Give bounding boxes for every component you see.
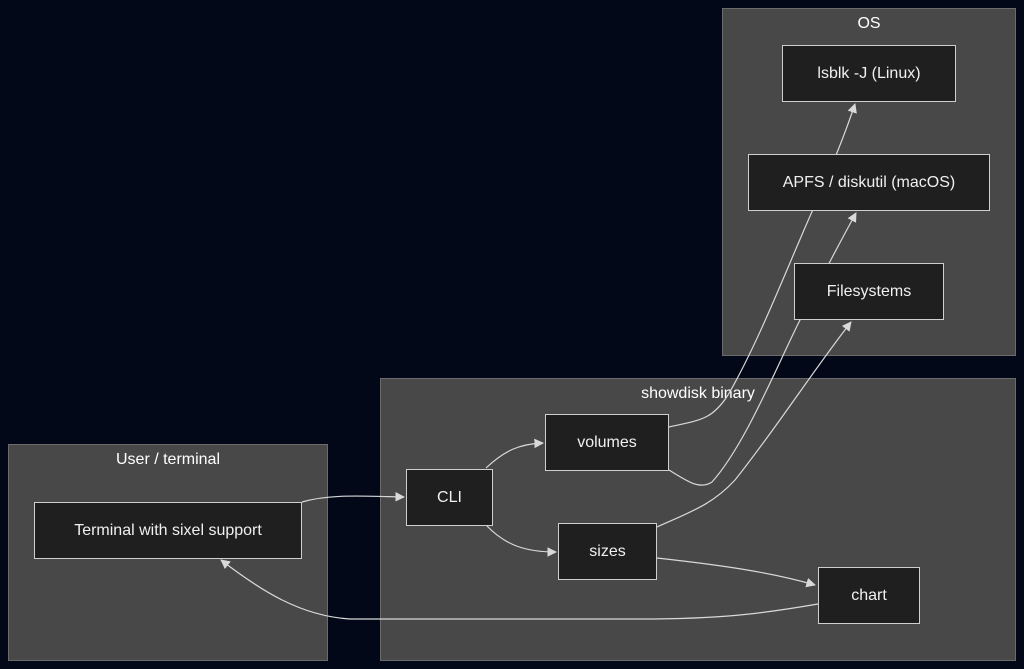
os-cluster-title: OS	[857, 15, 881, 32]
filesystems-node-label: Filesystems	[826, 282, 912, 300]
cli-node-label: CLI	[437, 488, 462, 506]
sizes-node: sizes	[558, 523, 657, 580]
cli-node: CLI	[406, 469, 493, 526]
terminal-node-label: Terminal with sixel support	[74, 521, 262, 539]
showdisk-binary-cluster-title: showdisk binary	[641, 385, 755, 402]
chart-node-label: chart	[851, 586, 887, 604]
volumes-node: volumes	[545, 414, 669, 471]
volumes-node-label: volumes	[577, 433, 637, 451]
sizes-node-label: sizes	[589, 542, 626, 560]
user-terminal-cluster-title: User / terminal	[115, 451, 221, 468]
lsblk-node: lsblk -J (Linux)	[782, 45, 956, 102]
lsblk-node-label: lsblk -J (Linux)	[817, 64, 921, 82]
chart-node: chart	[818, 567, 920, 624]
apfs-diskutil-node-label: APFS / diskutil (macOS)	[782, 173, 956, 191]
apfs-diskutil-node: APFS / diskutil (macOS)	[748, 154, 990, 211]
terminal-node: Terminal with sixel support	[34, 502, 302, 559]
filesystems-node: Filesystems	[794, 263, 944, 320]
